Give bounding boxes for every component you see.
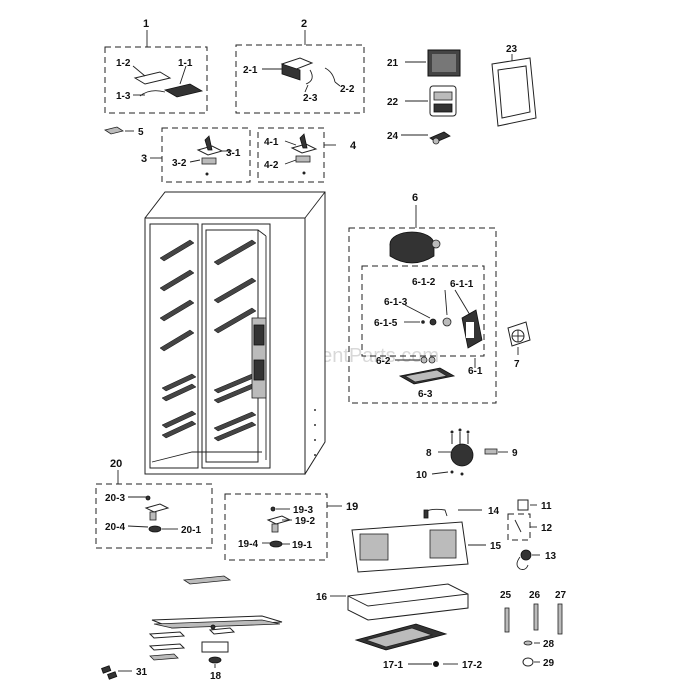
label-4-2: 4-2 [264, 160, 279, 171]
label-24: 24 [387, 131, 399, 142]
label-26: 26 [529, 590, 541, 601]
part-21-filter [405, 49, 461, 77]
label-29: 29 [543, 658, 555, 669]
label-5: 5 [138, 127, 144, 138]
part-11-relay [517, 499, 537, 511]
label-19-2: 19-2 [295, 516, 315, 527]
label-2-1: 2-1 [243, 65, 258, 76]
label-19-3: 19-3 [293, 505, 313, 516]
label-19: 19 [346, 501, 358, 513]
refrigerator-cabinet [144, 191, 326, 475]
part-13-harness [516, 549, 540, 570]
label-2-2: 2-2 [340, 84, 355, 95]
part-26-rod [533, 603, 539, 631]
part-group-18 [148, 575, 283, 668]
label-20: 20 [110, 458, 122, 470]
label-6-1-2: 6-1-2 [412, 277, 436, 288]
part-14-hose [423, 508, 482, 519]
label-16: 16 [316, 592, 328, 603]
label-3-2: 3-2 [172, 158, 187, 169]
part-23-panel [491, 54, 537, 127]
label-14: 14 [488, 506, 500, 517]
part-group-2 [235, 30, 365, 114]
label-6-1-3: 6-1-3 [384, 297, 408, 308]
label-6-2: 6-2 [376, 356, 391, 367]
label-1-1: 1-1 [178, 58, 193, 69]
label-2: 2 [301, 18, 307, 30]
label-20-1: 20-1 [181, 525, 201, 536]
label-17-1: 17-1 [383, 660, 403, 671]
label-6-1-5: 6-1-5 [374, 318, 398, 329]
label-20-4: 20-4 [105, 522, 125, 533]
part-group-6 [348, 205, 497, 404]
part-8-motor [431, 428, 508, 476]
label-19-1: 19-1 [292, 540, 312, 551]
part-group-1 [104, 30, 208, 114]
label-19-4: 19-4 [238, 539, 258, 550]
label-18: 18 [210, 671, 222, 682]
label-21: 21 [387, 58, 399, 69]
label-1-2: 1-2 [116, 58, 131, 69]
label-4: 4 [350, 140, 357, 152]
label-23: 23 [506, 44, 518, 55]
label-17-2: 17-2 [462, 660, 482, 671]
part-12-bracket [507, 513, 537, 541]
label-22: 22 [387, 97, 399, 108]
part-17-drain [354, 623, 458, 667]
label-9: 9 [512, 448, 518, 459]
label-25: 25 [500, 590, 512, 601]
part-group-4 [257, 127, 336, 183]
label-1: 1 [143, 18, 149, 30]
part-31-screws [101, 665, 132, 680]
part-29-cap [522, 657, 540, 667]
label-13: 13 [545, 551, 557, 562]
label-3: 3 [141, 153, 147, 165]
label-27: 27 [555, 590, 567, 601]
label-28: 28 [543, 639, 555, 650]
part-16-drip-tray [330, 583, 469, 621]
part-15-cover [351, 521, 486, 573]
label-3-1: 3-1 [226, 148, 241, 159]
label-4-1: 4-1 [264, 137, 279, 148]
part-group-19 [224, 493, 342, 561]
part-group-3 [150, 127, 251, 183]
part-7-fan [507, 321, 531, 355]
label-2-3: 2-3 [303, 93, 318, 104]
part-24-sensor [401, 131, 451, 145]
label-31: 31 [136, 667, 148, 678]
label-6-1-1: 6-1-1 [450, 279, 474, 290]
label-15: 15 [490, 541, 502, 552]
label-10: 10 [416, 470, 428, 481]
label-6: 6 [412, 192, 418, 204]
label-6-1: 6-1 [468, 366, 483, 377]
part-22-module [405, 85, 457, 117]
label-20-3: 20-3 [105, 493, 125, 504]
label-6-3: 6-3 [418, 389, 433, 400]
label-11: 11 [541, 501, 552, 512]
part-5-clip [104, 126, 134, 135]
label-1-3: 1-3 [116, 91, 131, 102]
part-27-rod [557, 603, 563, 635]
label-12: 12 [541, 523, 553, 534]
part-25-screw [504, 607, 510, 633]
part-28-washer [523, 640, 540, 646]
part-group-20 [95, 470, 213, 549]
label-7: 7 [514, 359, 520, 370]
label-8: 8 [426, 448, 432, 459]
